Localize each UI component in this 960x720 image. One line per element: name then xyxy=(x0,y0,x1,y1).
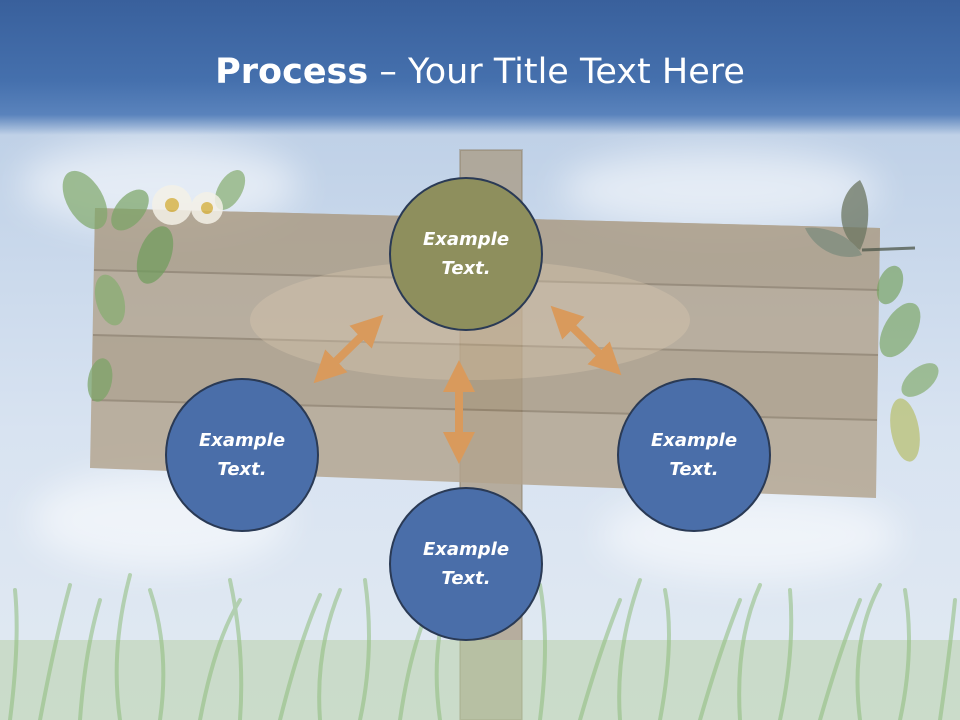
leaf-icon xyxy=(876,265,939,462)
node-left-text: Example Text. xyxy=(198,430,286,480)
slide-title: Process – Your Title Text Here xyxy=(0,52,960,92)
title-band xyxy=(0,0,960,135)
arrow-left xyxy=(313,314,384,384)
node-bottom[interactable]: Example Text. xyxy=(389,487,543,641)
arrow-right xyxy=(550,305,622,376)
node-left[interactable]: Example Text. xyxy=(165,378,319,532)
node-top[interactable]: Example Text. xyxy=(389,177,543,331)
cloud-shape xyxy=(560,150,880,230)
node-top-text: Example Text. xyxy=(422,229,510,279)
title-bold: Process xyxy=(215,52,369,92)
node-right[interactable]: Example Text. xyxy=(617,378,771,532)
leaf-icon xyxy=(62,170,246,402)
node-right-text: Example Text. xyxy=(650,430,738,480)
node-bottom-text: Example Text. xyxy=(422,539,510,589)
butterfly-icon xyxy=(805,180,916,257)
flower-icon xyxy=(152,185,223,225)
title-rest: – Your Title Text Here xyxy=(379,52,745,92)
